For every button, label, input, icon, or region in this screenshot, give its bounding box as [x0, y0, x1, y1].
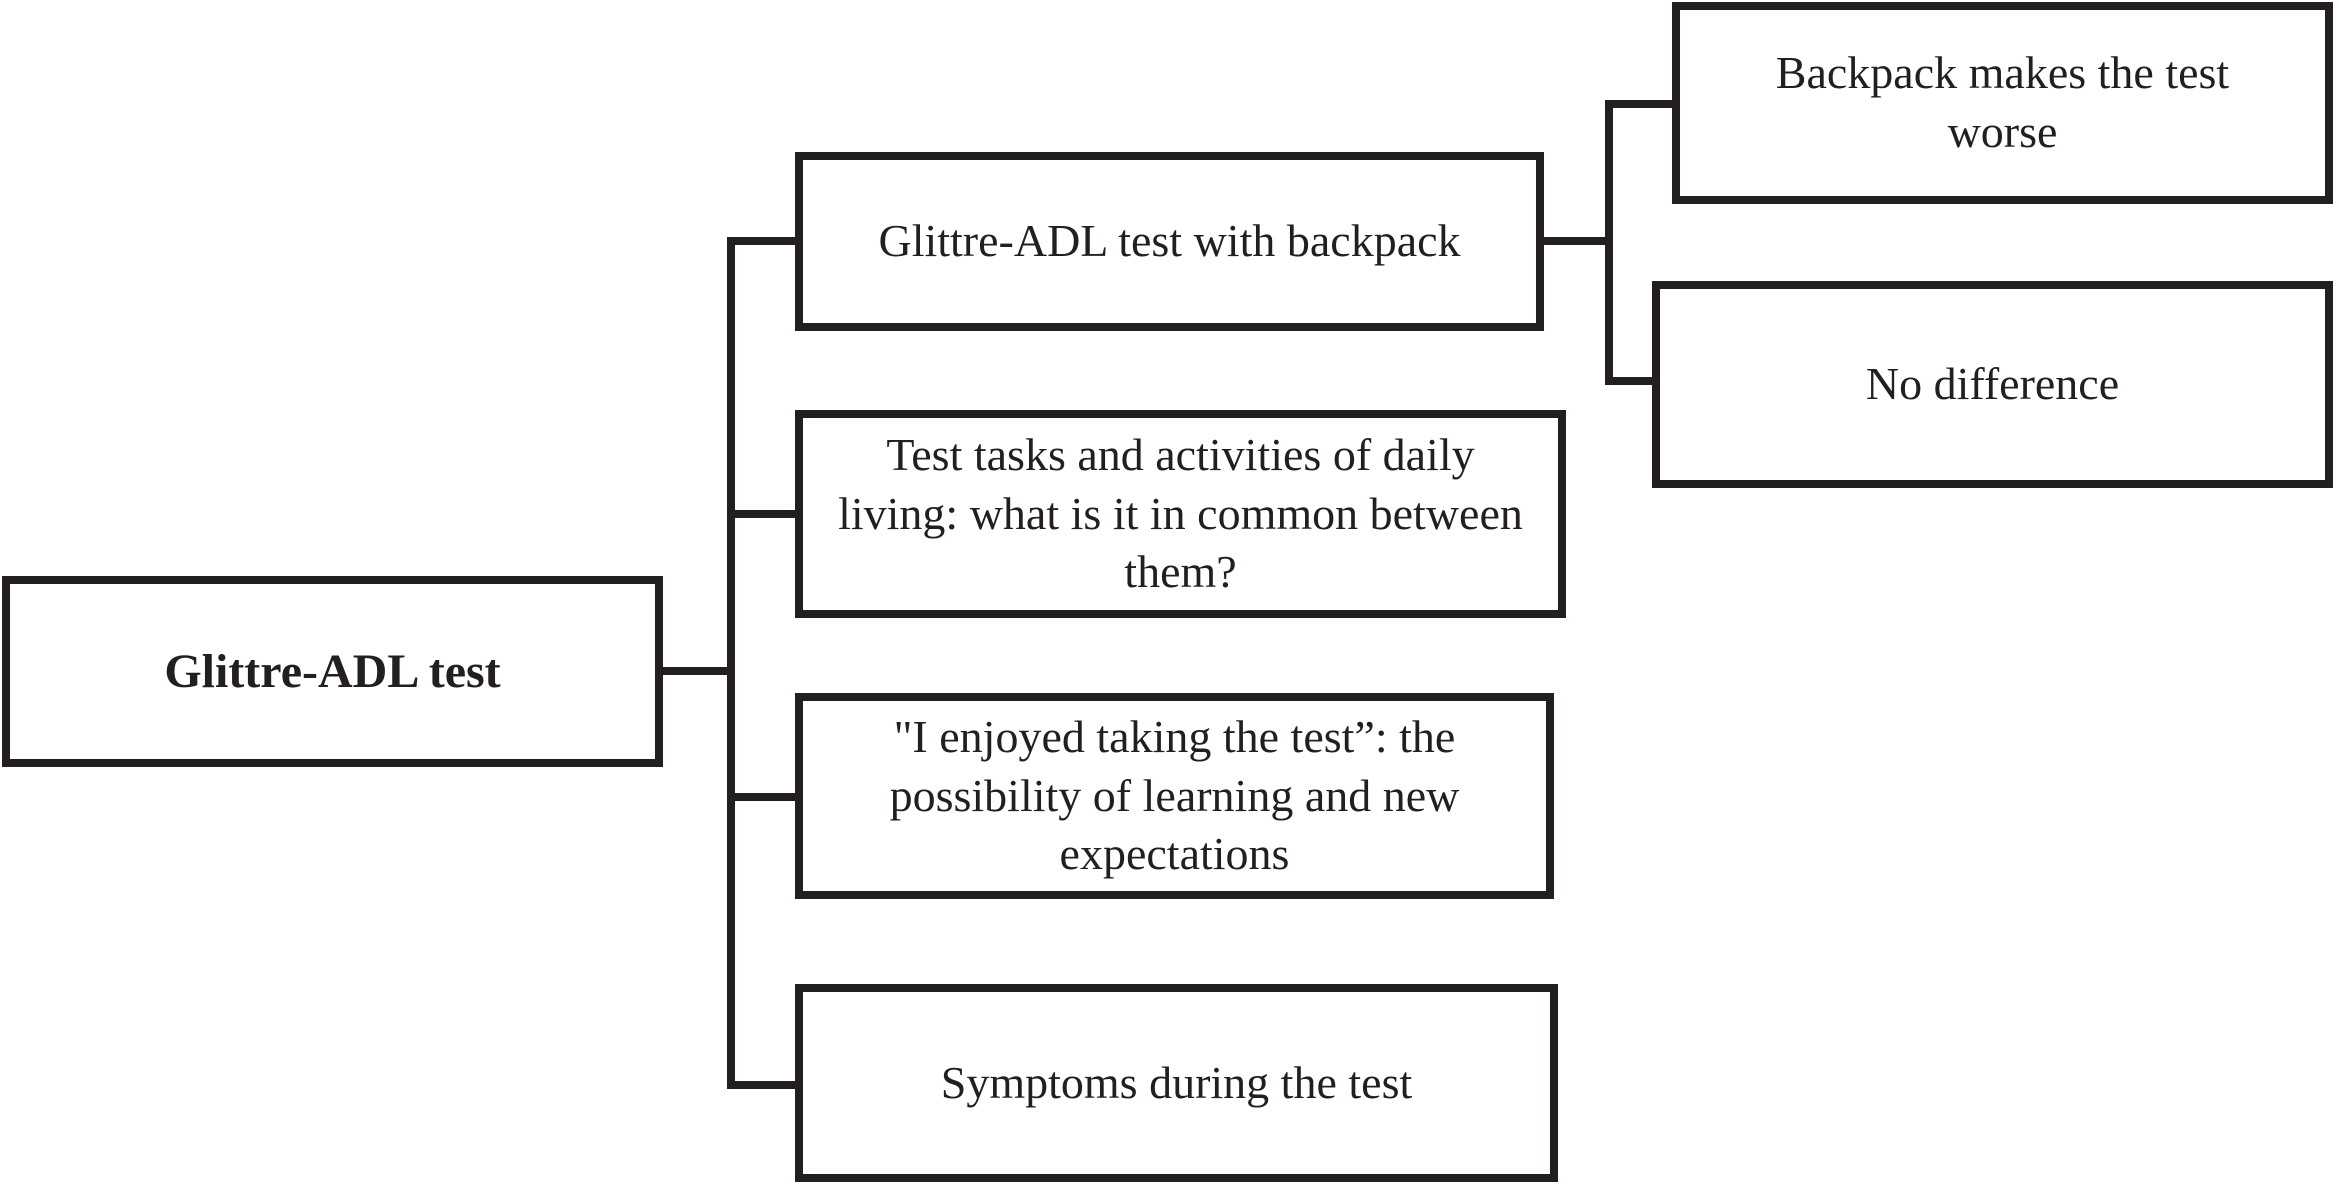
connector-to-no-difference	[1605, 377, 1652, 385]
node-label: No difference	[1865, 358, 2120, 410]
node-label: Glittre-ADL test with backpack	[878, 215, 1461, 267]
connector-trunk-to-symptoms	[727, 1081, 795, 1089]
node-label: Glittre-ADL test	[164, 644, 501, 698]
connector-sub-trunk	[1605, 100, 1613, 385]
connector-trunk-to-test-tasks	[727, 510, 795, 518]
connector-main-trunk	[727, 237, 735, 1089]
connector-root-to-trunk	[662, 667, 735, 675]
node-symptoms-during-test: Symptoms during the test	[795, 984, 1558, 1182]
node-label: Symptoms during the test	[940, 1056, 1413, 1108]
node-label: "I enjoyed taking the test”: the possibi…	[889, 710, 1460, 880]
node-test-tasks-daily-living: Test tasks and activities of daily livin…	[795, 410, 1566, 618]
node-enjoyed-taking-test: "I enjoyed taking the test”: the possibi…	[795, 693, 1554, 899]
connector-trunk-to-backpack-test	[727, 237, 795, 245]
connector-backpack-test-out	[1543, 237, 1613, 245]
node-label: Test tasks and activities of daily livin…	[838, 428, 1523, 598]
connector-trunk-to-enjoyed	[727, 793, 795, 801]
node-label: Backpack makes the test worse	[1775, 47, 2230, 157]
node-glittre-adl-test: Glittre-ADL test	[2, 576, 663, 767]
node-backpack-makes-test-worse: Backpack makes the test worse	[1672, 2, 2333, 204]
connector-to-backpack-worse	[1605, 100, 1672, 108]
node-no-difference: No difference	[1652, 281, 2333, 488]
node-test-with-backpack: Glittre-ADL test with backpack	[795, 152, 1544, 331]
